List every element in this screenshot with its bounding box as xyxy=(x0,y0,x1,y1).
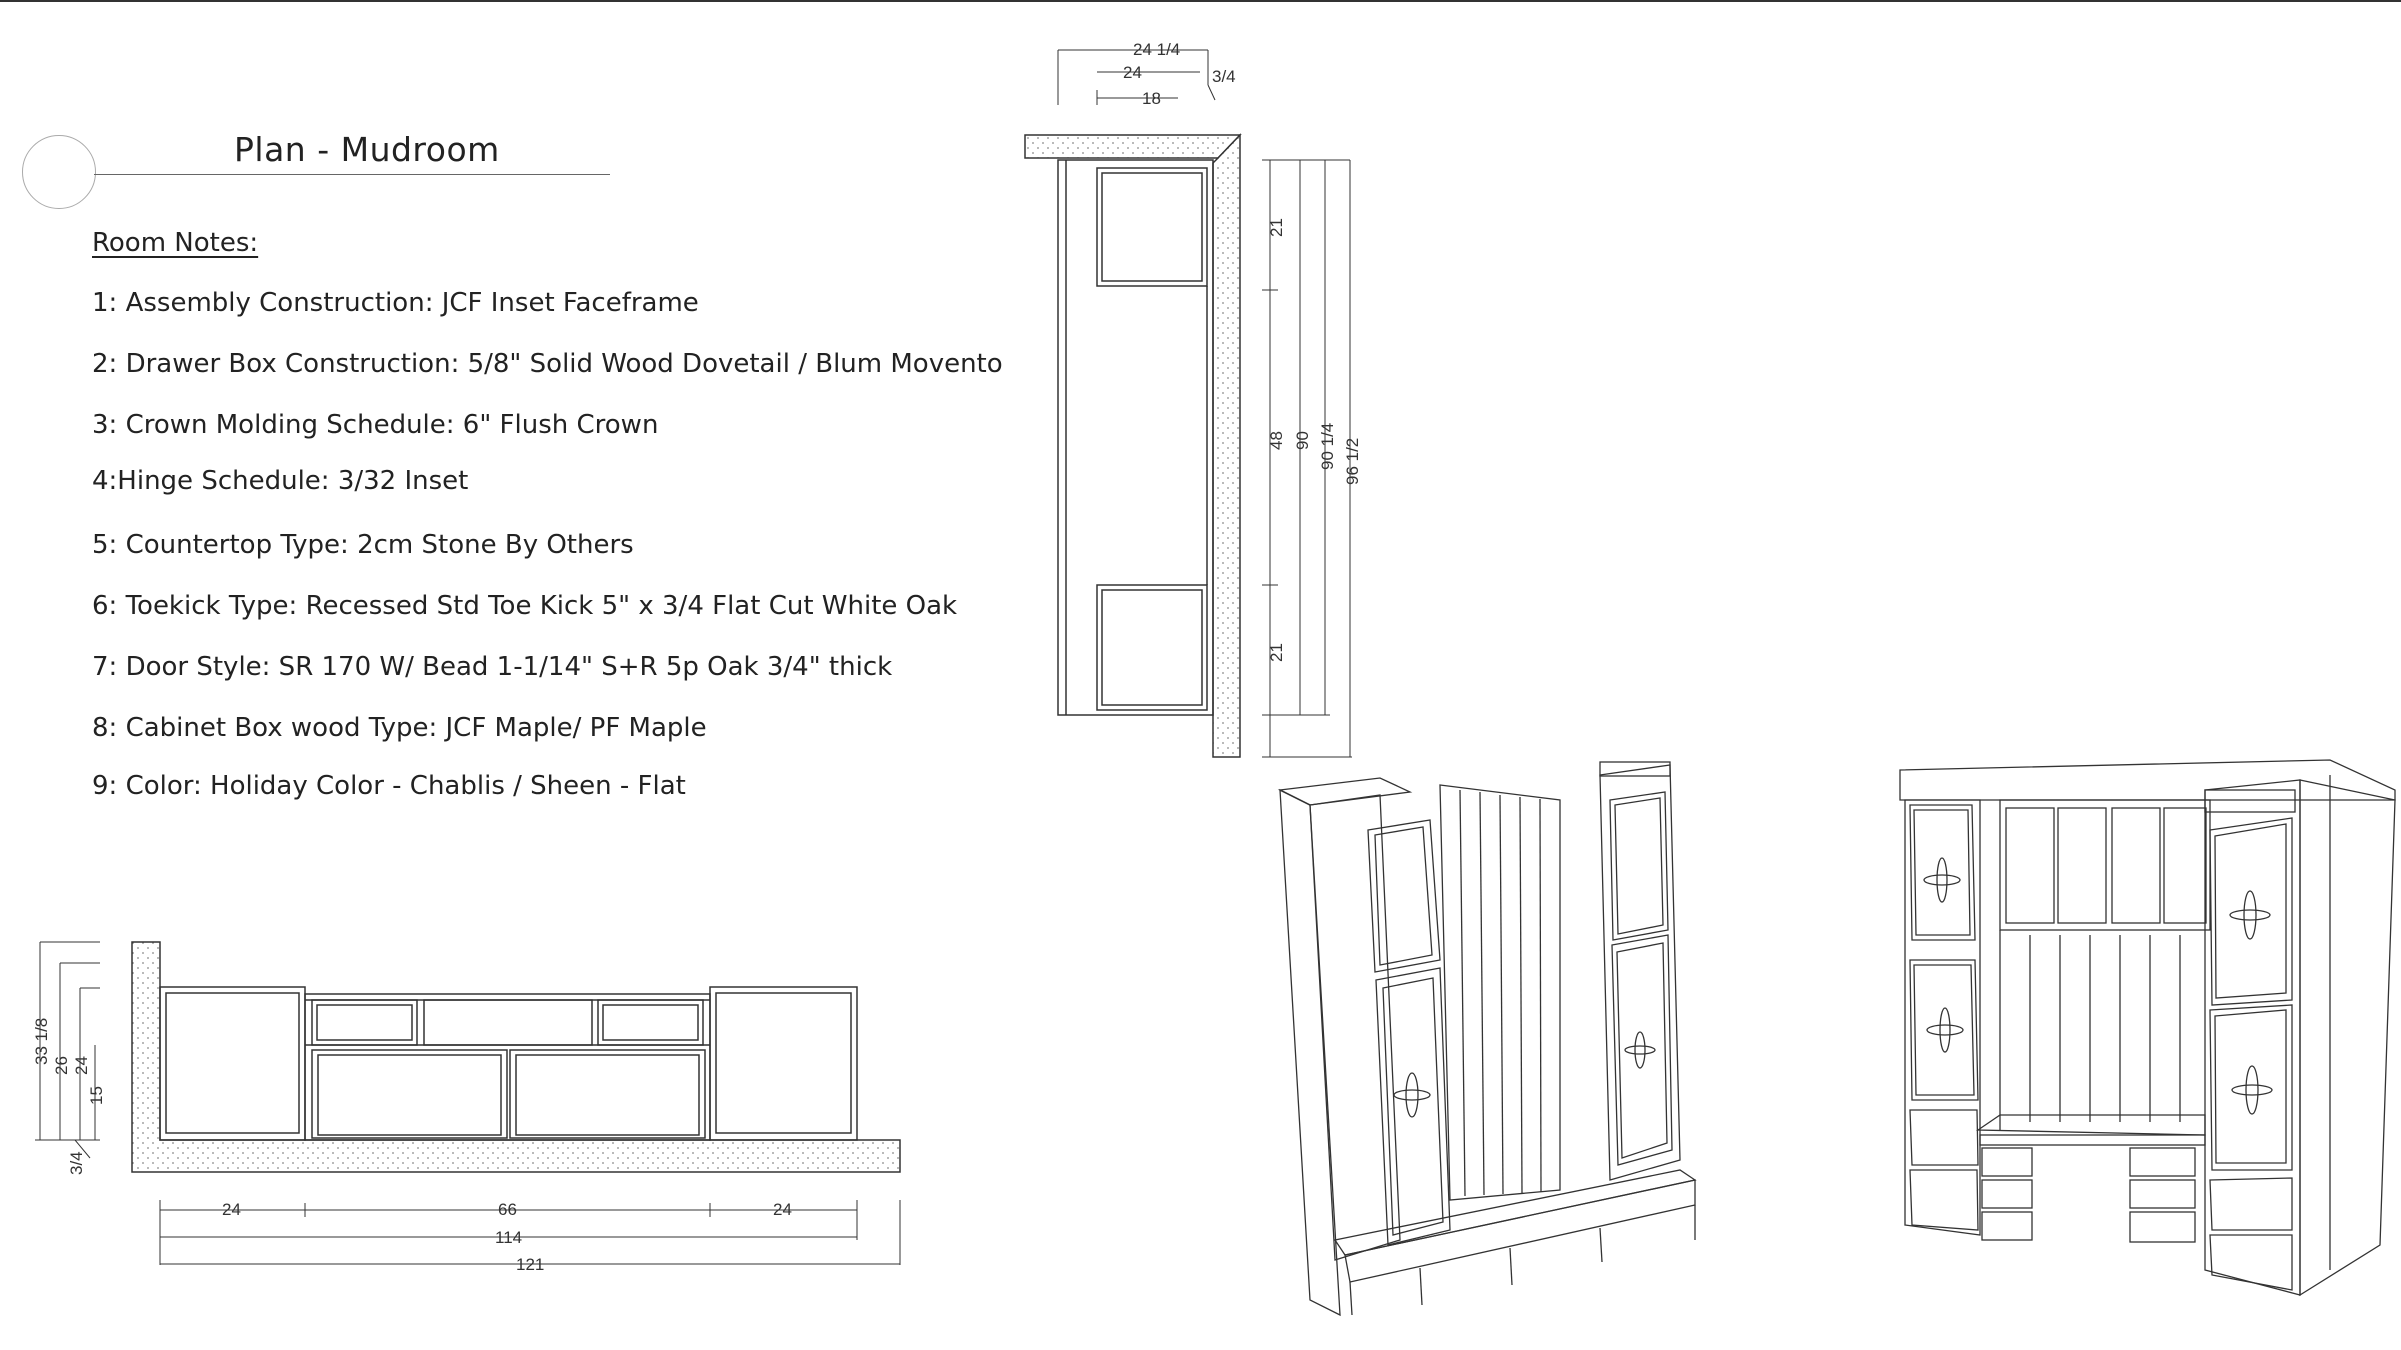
room-note-2: 2: Drawer Box Construction: 5/8" Solid W… xyxy=(92,349,1003,379)
room-note-7: 7: Door Style: SR 170 W/ Bead 1-1/14" S+… xyxy=(92,652,893,682)
dim-v-4: 90 1/4 xyxy=(1318,423,1337,470)
dim-v-1: 21 xyxy=(1267,218,1286,237)
plan-dim-left-1: 33 1/8 xyxy=(32,1018,51,1065)
room-note-3: 3: Crown Molding Schedule: 6" Flush Crow… xyxy=(92,410,659,440)
dim-top-2: 24 xyxy=(1123,63,1142,82)
plan-dim-left-2: 26 xyxy=(52,1056,71,1075)
plan-dim-left-4: 15 xyxy=(87,1086,106,1105)
plan-dim-bottom-5: 121 xyxy=(516,1255,544,1274)
plan-dim-left-5: 3/4 xyxy=(67,1151,86,1175)
perspective-desk-drawing xyxy=(1899,759,2396,1297)
plan-dim-bottom-3: 24 xyxy=(773,1200,792,1219)
side-section-drawing: 24 1/4 24 3/4 18 21 48 90 90 1/4 96 1/2 … xyxy=(1024,40,1362,758)
dim-top-4: 18 xyxy=(1142,89,1161,108)
dim-v-3: 90 xyxy=(1293,431,1312,450)
room-note-1: 1: Assembly Construction: JCF Inset Face… xyxy=(92,288,699,318)
plan-dim-left-3: 24 xyxy=(72,1056,91,1075)
dim-v-5: 96 1/2 xyxy=(1343,438,1362,485)
plan-dim-bottom-1: 24 xyxy=(222,1200,241,1219)
dim-top-1: 24 1/4 xyxy=(1133,40,1180,59)
view-callout-circle xyxy=(22,135,96,209)
drawing-title: Plan - Mudroom xyxy=(234,130,500,169)
room-note-5: 5: Countertop Type: 2cm Stone By Others xyxy=(92,530,634,560)
room-note-8: 8: Cabinet Box wood Type: JCF Maple/ PF … xyxy=(92,713,707,743)
dim-v-6: 21 xyxy=(1267,643,1286,662)
room-note-4: 4:Hinge Schedule: 3/32 Inset xyxy=(92,466,469,496)
dim-v-2: 48 xyxy=(1267,431,1286,450)
room-note-9: 9: Color: Holiday Color - Chablis / Shee… xyxy=(92,771,686,801)
sheet-border-top xyxy=(0,0,2401,2)
perspective-bench-drawing xyxy=(1277,761,1697,1317)
plan-dim-bottom-2: 66 xyxy=(498,1200,517,1219)
title-underline xyxy=(94,174,610,175)
plan-dim-bottom-4: 114 xyxy=(495,1228,522,1247)
room-note-6: 6: Toekick Type: Recessed Std Toe Kick 5… xyxy=(92,591,958,621)
room-notes-heading: Room Notes: xyxy=(92,228,259,258)
dim-top-3: 3/4 xyxy=(1212,67,1236,86)
plan-view-drawing: 33 1/8 26 24 15 3/4 24 66 24 114 121 xyxy=(32,941,901,1274)
